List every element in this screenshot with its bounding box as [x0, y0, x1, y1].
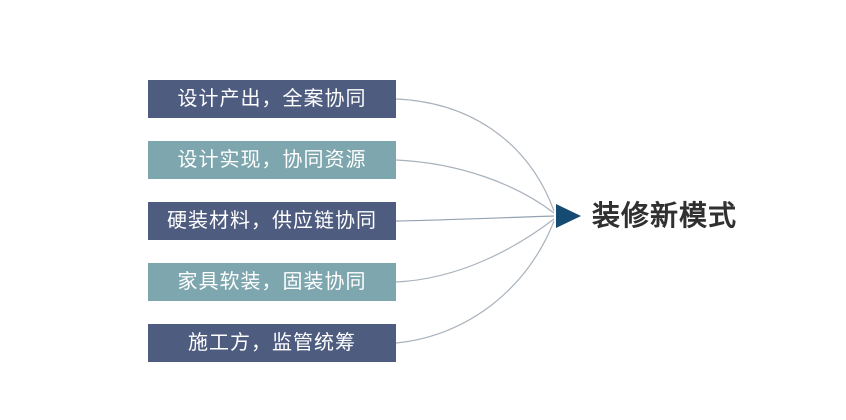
flow-box-furniture-soft: 家具软装，固装协同 — [148, 263, 396, 301]
flow-box-design-realization: 设计实现，协同资源 — [148, 141, 396, 179]
flow-box-hard-materials: 硬装材料，供应链协同 — [148, 202, 396, 240]
flow-box-design-output: 设计产出，全案协同 — [148, 80, 396, 118]
connector-line-1 — [395, 98, 555, 212]
result-title: 装修新模式 — [592, 200, 738, 231]
flow-box-construction: 施工方，监管统筹 — [148, 324, 396, 362]
connector-line-4 — [395, 218, 555, 283]
right-arrowhead-icon — [556, 204, 581, 228]
connector-line-2 — [395, 159, 555, 214]
connector-line-5 — [395, 220, 555, 344]
connector-line-3 — [395, 215, 555, 222]
